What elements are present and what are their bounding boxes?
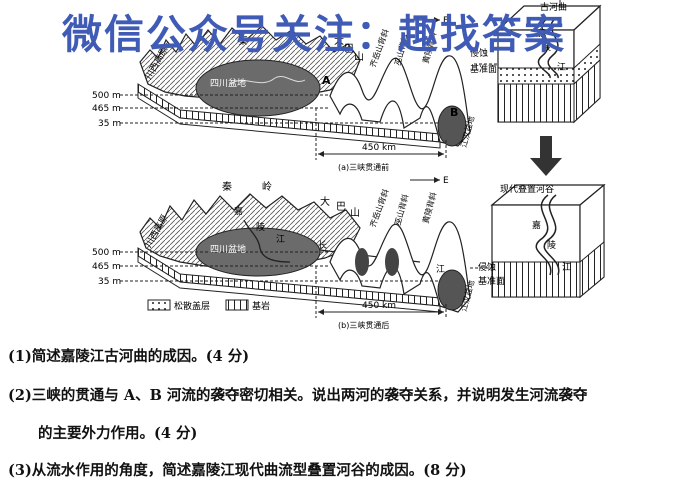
elev-465-b: 465 m bbox=[92, 262, 121, 272]
legend-swatch-loose bbox=[147, 299, 171, 311]
folds-a bbox=[329, 55, 471, 147]
mountain-huangling-b: 黄陵背斜 bbox=[420, 191, 438, 224]
river-char-jiang2-b: 江 bbox=[436, 264, 445, 275]
down-arrow-icon bbox=[530, 136, 562, 176]
label-ba-b: 巴 bbox=[336, 201, 346, 213]
elev-35-b: 35 m bbox=[98, 277, 121, 287]
east-marker-a: E bbox=[443, 16, 449, 26]
legend: 松散盖层 基岩 bbox=[147, 299, 270, 312]
question-3: (3)从流水作用的角度，简述嘉陵江现代曲流型叠置河谷的成因。(8 分) bbox=[8, 462, 467, 479]
question-1: (1)简述嘉陵江古河曲的成因。(4 分) bbox=[8, 348, 250, 365]
elev-500-a: 500 m bbox=[92, 91, 121, 101]
elev-35-a: 35 m bbox=[98, 119, 121, 129]
block-bottom-side-2: 基准面 bbox=[478, 275, 505, 287]
label-qin-a: 秦 bbox=[238, 34, 248, 47]
block-top-side-2: 基准面 bbox=[470, 63, 497, 75]
river-char-chang-b: 长 bbox=[318, 239, 327, 251]
label-ba-a: 巴 bbox=[344, 43, 354, 55]
geology-diagram: 川西高原 大 巴 山 秦 四川盆地 A B 齐岳山背斜 巫山背斜 黄陵背斜 江汉… bbox=[92, 0, 606, 330]
caption-b: (b)三峡贯通后 bbox=[338, 320, 389, 330]
elev-465-a: 465 m bbox=[92, 104, 121, 114]
block-bottom-char-1: 嘉 bbox=[532, 219, 541, 231]
watermark-text: 微信公众号关注：趣找答案 bbox=[62, 12, 566, 58]
east-marker-b: E bbox=[443, 176, 449, 186]
block-bottom-char-2: 陵 bbox=[547, 240, 556, 251]
legend-label-loose: 松散盖层 bbox=[174, 300, 210, 312]
jianghan-basin-a bbox=[437, 105, 467, 147]
block-modern-valley: 现代叠置河谷 嘉 陵 江 侵蚀 基准面 bbox=[470, 183, 606, 299]
basin-label-a: 四川盆地 bbox=[210, 77, 246, 89]
river-char-ling-b: 陵 bbox=[256, 222, 265, 233]
question-2-continued: 的主要外力作用。(4 分) bbox=[38, 425, 198, 442]
river-char-jia-b: 嘉 bbox=[234, 205, 243, 217]
mountain-wushan-b: 巫山背斜 bbox=[392, 193, 410, 226]
legend-label-bedrock: 基岩 bbox=[252, 300, 270, 312]
basin-label-b: 四川盆地 bbox=[210, 243, 246, 255]
label-da-b: 大 bbox=[320, 195, 330, 208]
block-ancient-meander: 古河曲 嘉 陵 江 侵蚀 基准面 bbox=[470, 0, 602, 124]
distance-a: 450 km bbox=[362, 143, 396, 153]
block-bottom-side-1: 侵蚀 bbox=[478, 261, 496, 273]
legend-swatch-bedrock bbox=[225, 299, 249, 311]
block-bottom-title: 现代叠置河谷 bbox=[500, 183, 554, 195]
jianghan-basin-b bbox=[437, 269, 467, 311]
block-top-char-3: 江 bbox=[557, 62, 566, 73]
sichuan-basin-a bbox=[195, 59, 321, 117]
block-top-side-1: 侵蚀 bbox=[470, 47, 488, 59]
label-qin-b: 秦 bbox=[222, 180, 232, 193]
diagram-b: 川西高原 秦 岭 大 巴 山 四川盆地 嘉 陵 江 长 江 齐岳山背斜 巫山背斜… bbox=[92, 176, 476, 330]
diagram-a: 川西高原 大 巴 山 秦 四川盆地 A B 齐岳山背斜 巫山背斜 黄陵背斜 江汉… bbox=[92, 16, 476, 172]
label-ling-b: 岭 bbox=[262, 180, 272, 193]
label-shan-a: 山 bbox=[354, 51, 364, 63]
block-bottom-char-3: 江 bbox=[562, 262, 571, 273]
label-da-a: 大 bbox=[334, 34, 344, 47]
elev-500-b: 500 m bbox=[92, 248, 121, 258]
block-top-char-1: 嘉 bbox=[536, 27, 545, 39]
river-char-jiang-b: 江 bbox=[276, 234, 285, 245]
mountain-qiyue-b: 齐岳山背斜 bbox=[367, 188, 390, 229]
question-2: (2)三峡的贯通与 A、B 河流的袭夺密切相关。说出两河的袭夺关系，并说明发生河… bbox=[8, 387, 588, 404]
label-shan-b: 山 bbox=[350, 207, 360, 219]
caption-a: (a)三峡贯通前 bbox=[338, 162, 389, 172]
river-a-letter: A bbox=[322, 74, 331, 87]
distance-b: 450 km bbox=[362, 301, 396, 311]
block-top-char-2: 陵 bbox=[542, 42, 551, 53]
block-top-title: 古河曲 bbox=[540, 1, 567, 13]
river-b-letter: B bbox=[450, 106, 458, 119]
